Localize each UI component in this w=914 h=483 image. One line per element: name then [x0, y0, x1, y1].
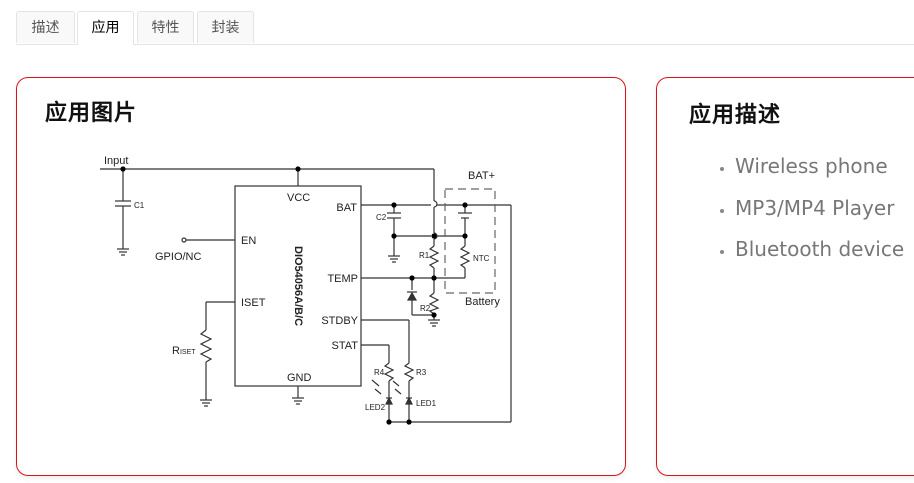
- wire-crossover: [433, 200, 438, 208]
- application-list: Wireless phone MP3/MP4 Player Bluetooth …: [689, 146, 904, 271]
- application-description-title: 应用描述: [689, 103, 782, 128]
- diode-icon: [406, 291, 418, 301]
- application-item: Bluetooth device: [735, 229, 904, 271]
- r3-label: R3: [416, 368, 427, 377]
- tab-features[interactable]: 特性: [137, 11, 194, 43]
- tab-package[interactable]: 封装: [197, 11, 254, 43]
- pin-stat: STAT: [332, 340, 359, 352]
- gpio-terminal: [181, 237, 187, 243]
- riset-resistor: [199, 329, 213, 363]
- application-item: MP3/MP4 Player: [735, 188, 904, 230]
- r3-resistor: [403, 362, 415, 382]
- battery-label: Battery: [465, 296, 500, 308]
- riset-label: RISET: [172, 345, 196, 357]
- tab-description[interactable]: 描述: [16, 11, 75, 43]
- pin-iset: ISET: [241, 297, 266, 309]
- application-item: Wireless phone: [735, 146, 904, 188]
- r1-resistor: [428, 245, 440, 269]
- pin-vcc: VCC: [287, 192, 310, 204]
- input-label: Input: [104, 155, 128, 167]
- pin-bat: BAT: [336, 202, 357, 214]
- c2-label: C2: [376, 213, 387, 222]
- led2-label: LED2: [365, 403, 386, 412]
- ntc-thermistor: [459, 245, 471, 269]
- pin-stdby: STDBY: [321, 315, 358, 327]
- application-circuit-schematic: Input C1 GPIO/NC VCC EN ISET GND BAT TEM…: [100, 155, 512, 425]
- ntc-label: NTC: [473, 254, 490, 263]
- led2-icon: [385, 396, 393, 405]
- application-image-card: 应用图片: [16, 77, 626, 476]
- c1-label: C1: [134, 201, 145, 210]
- chip-name: DIO54056A/B/C: [292, 246, 304, 326]
- led1-icon: [405, 396, 413, 405]
- application-image-title: 应用图片: [45, 101, 138, 126]
- r1-label: R1: [419, 251, 430, 260]
- bat-plus-label: BAT+: [468, 170, 495, 182]
- pin-temp: TEMP: [327, 273, 358, 285]
- pin-en: EN: [241, 235, 256, 247]
- r4-label: R4: [374, 368, 385, 377]
- pin-gnd: GND: [287, 372, 312, 384]
- application-description-card: 应用描述 Wireless phone MP3/MP4 Player Bluet…: [656, 77, 914, 476]
- gpio-label: GPIO/NC: [155, 251, 202, 263]
- r4-resistor: [383, 362, 395, 382]
- led1-label: LED1: [416, 399, 437, 408]
- tab-application[interactable]: 应用: [77, 11, 134, 45]
- r2-label: R2: [420, 304, 431, 313]
- junction-dots: [120, 166, 468, 425]
- r2-resistor: [428, 292, 440, 315]
- tab-bar: 描述 应用 特性 封装: [16, 11, 914, 45]
